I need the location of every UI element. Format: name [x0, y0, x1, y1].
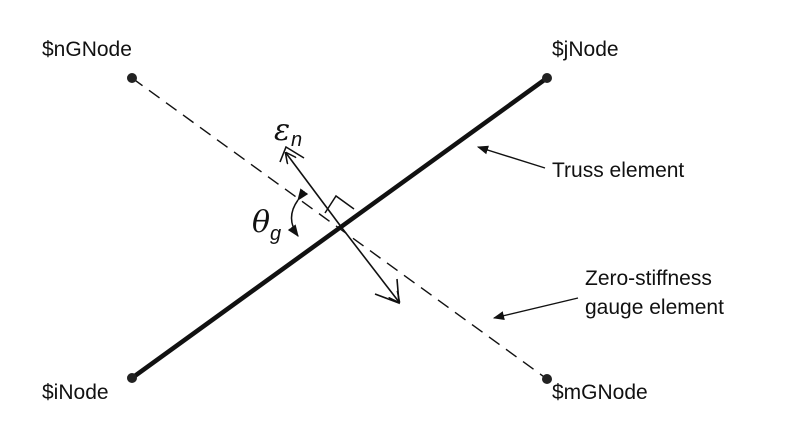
truss-element-line	[129, 75, 550, 381]
angle-subscript: g	[270, 223, 281, 245]
gauge-element-label-line1: Zero-stiffness	[585, 267, 712, 290]
strain-subscript: n	[291, 129, 302, 151]
mGNode-dot	[542, 374, 552, 384]
jNode-label: $jNode	[552, 38, 619, 61]
strain-arrow-barb-top	[279, 145, 305, 163]
mGNode-label: $mGNode	[552, 381, 648, 404]
angle-arc	[287, 188, 309, 237]
gauge-leader-arrow	[492, 297, 579, 321]
nGNode-dot	[127, 73, 137, 83]
nGNode-label: $nGNode	[42, 38, 132, 61]
truss-leader-arrow	[476, 145, 546, 169]
strain-symbol: ε	[274, 113, 290, 148]
iNode-label: $iNode	[42, 381, 109, 404]
truss-element-label: Truss element	[552, 159, 684, 182]
jNode-dot	[542, 73, 552, 83]
strain-direction-arrow-down	[341, 227, 399, 302]
iNode-dot	[127, 373, 137, 383]
right-angle-marker	[324, 194, 355, 214]
strain-direction-arrow-up	[286, 153, 343, 229]
strain-arrow-barb-bottom	[374, 278, 400, 305]
angle-symbol: θ	[252, 205, 270, 240]
gauge-element-label-line2: gauge element	[585, 296, 724, 319]
